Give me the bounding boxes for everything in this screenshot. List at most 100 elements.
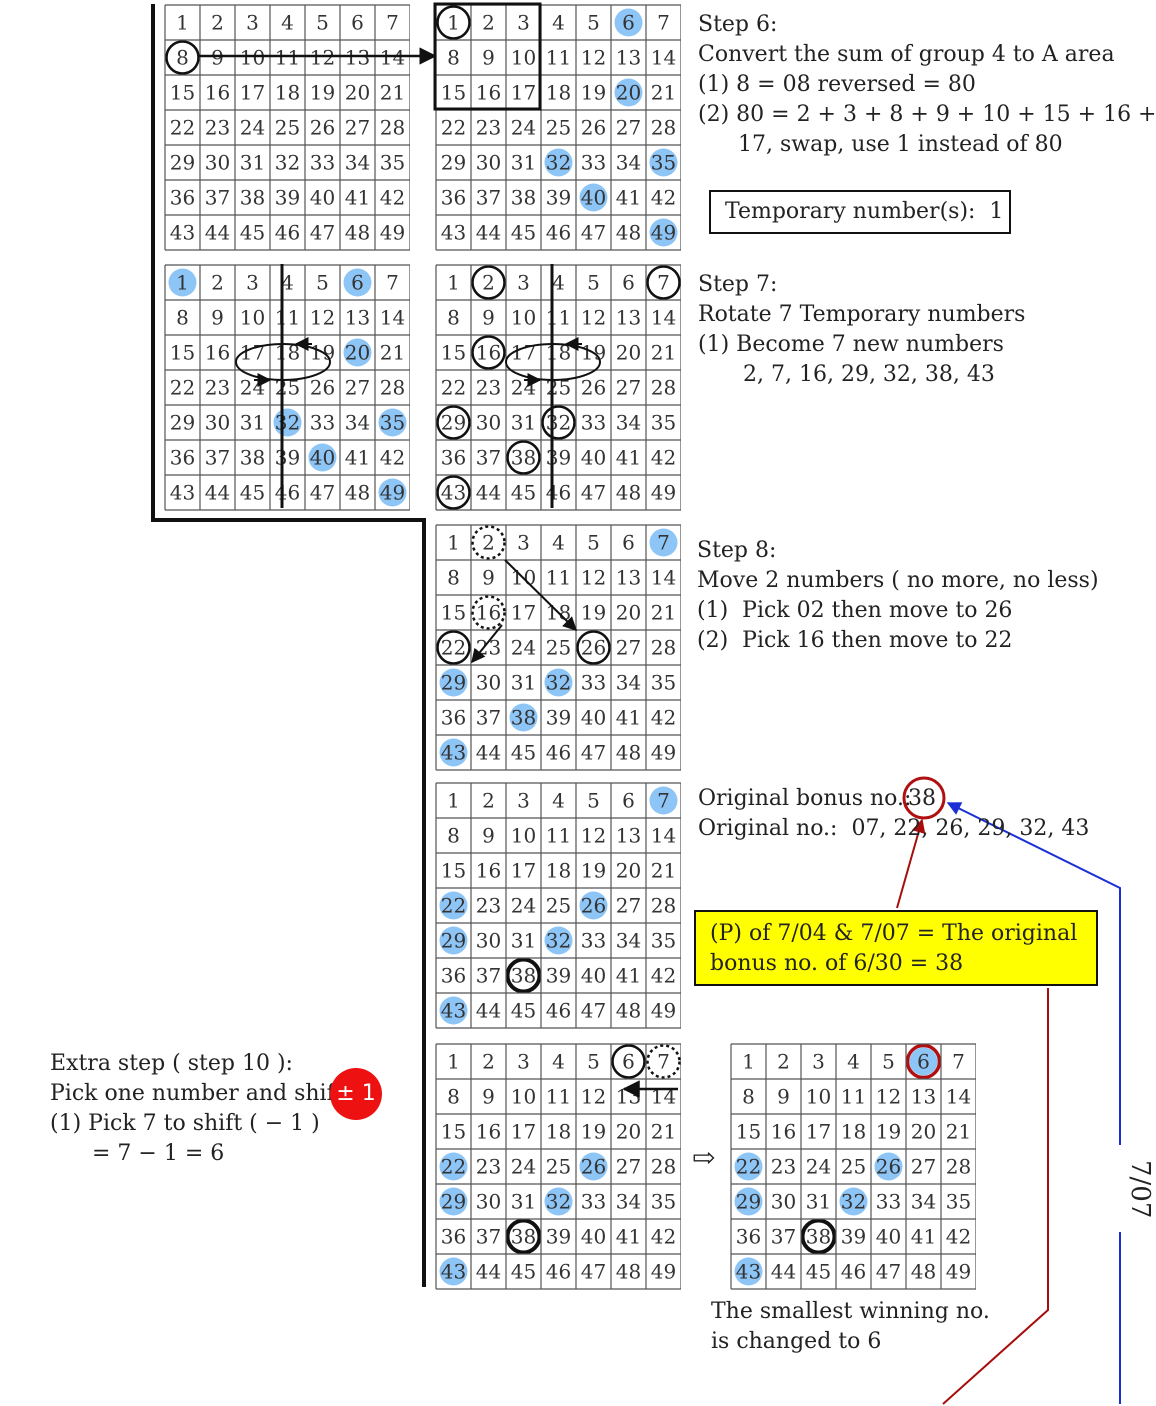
move-arrow-2-to-26 bbox=[504, 559, 577, 631]
circle-29 bbox=[436, 405, 471, 440]
cell-22: 22 bbox=[170, 116, 195, 140]
right-arrow-icon: ⇨ bbox=[692, 1141, 716, 1174]
cell-22: 22 bbox=[441, 1155, 466, 1179]
cell-38: 38 bbox=[240, 446, 265, 470]
bonus-red-circle bbox=[902, 776, 946, 820]
cell-49: 49 bbox=[380, 481, 405, 505]
cell-4: 4 bbox=[281, 11, 294, 35]
cell-33: 33 bbox=[581, 929, 606, 953]
cell-46: 46 bbox=[275, 221, 300, 245]
highlight-32 bbox=[544, 148, 573, 177]
circle-38 bbox=[506, 440, 541, 475]
cell-12: 12 bbox=[581, 824, 606, 848]
circle-7 bbox=[646, 265, 681, 300]
cell-32: 32 bbox=[275, 411, 300, 435]
cell-4: 4 bbox=[281, 271, 294, 295]
highlight-38 bbox=[509, 703, 538, 732]
cell-23: 23 bbox=[476, 116, 501, 140]
cell-27: 27 bbox=[345, 376, 370, 400]
cell-18: 18 bbox=[546, 1120, 571, 1144]
cell-15: 15 bbox=[441, 1120, 466, 1144]
cell-42: 42 bbox=[651, 706, 676, 730]
cell-42: 42 bbox=[946, 1225, 971, 1249]
highlight-26 bbox=[579, 1152, 608, 1181]
cell-9: 9 bbox=[482, 566, 495, 590]
circle-16 bbox=[471, 335, 506, 370]
cell-49: 49 bbox=[380, 221, 405, 245]
cell-27: 27 bbox=[616, 116, 641, 140]
step8-title: Step 8: bbox=[697, 538, 777, 563]
cell-31: 31 bbox=[806, 1190, 831, 1214]
cell-33: 33 bbox=[876, 1190, 901, 1214]
cell-11: 11 bbox=[546, 46, 571, 70]
cell-12: 12 bbox=[310, 306, 335, 330]
cell-49: 49 bbox=[651, 741, 676, 765]
cell-21: 21 bbox=[380, 341, 405, 365]
cell-47: 47 bbox=[581, 481, 606, 505]
cell-18: 18 bbox=[546, 81, 571, 105]
cell-2: 2 bbox=[482, 1050, 495, 1074]
cell-15: 15 bbox=[170, 341, 195, 365]
cell-28: 28 bbox=[651, 636, 676, 660]
move-arrow-16-to-22 bbox=[471, 624, 503, 664]
cell-31: 31 bbox=[511, 411, 536, 435]
highlight-29 bbox=[439, 668, 468, 697]
step6-line4: 17, swap, use 1 instead of 80 bbox=[738, 132, 1063, 157]
cell-32: 32 bbox=[546, 671, 571, 695]
cell-43: 43 bbox=[170, 481, 195, 505]
cell-14: 14 bbox=[946, 1085, 971, 1109]
cell-23: 23 bbox=[476, 1155, 501, 1179]
cell-45: 45 bbox=[240, 481, 265, 505]
circle-1 bbox=[436, 5, 471, 40]
highlight-7 bbox=[649, 786, 678, 815]
cell-48: 48 bbox=[616, 741, 641, 765]
cell-34: 34 bbox=[616, 671, 641, 695]
cell-11: 11 bbox=[275, 306, 300, 330]
circle-8 bbox=[165, 40, 200, 75]
cell-43: 43 bbox=[170, 221, 195, 245]
cell-20: 20 bbox=[616, 859, 641, 883]
cell-4: 4 bbox=[847, 1050, 860, 1074]
red-line-down bbox=[942, 988, 1049, 1405]
extra-line3: (1) Pick 7 to shift ( − 1 ) bbox=[50, 1111, 320, 1136]
cell-14: 14 bbox=[651, 306, 676, 330]
highlight-43 bbox=[734, 1257, 763, 1286]
cell-26: 26 bbox=[581, 1155, 606, 1179]
bold-circle-38 bbox=[505, 1218, 542, 1255]
cell-45: 45 bbox=[511, 221, 536, 245]
highlight-35 bbox=[649, 148, 678, 177]
cell-22: 22 bbox=[441, 116, 466, 140]
cell-47: 47 bbox=[310, 221, 335, 245]
rotate-ellipse-b2 bbox=[505, 343, 601, 381]
cell-9: 9 bbox=[211, 306, 224, 330]
cell-17: 17 bbox=[511, 1120, 536, 1144]
cell-20: 20 bbox=[911, 1120, 936, 1144]
cell-43: 43 bbox=[441, 999, 466, 1023]
cell-46: 46 bbox=[546, 999, 571, 1023]
footer-line1: The smallest winning no. bbox=[711, 1299, 990, 1324]
cell-20: 20 bbox=[616, 601, 641, 625]
cell-6: 6 bbox=[351, 271, 364, 295]
cell-25: 25 bbox=[546, 894, 571, 918]
cell-18: 18 bbox=[275, 81, 300, 105]
cell-46: 46 bbox=[546, 221, 571, 245]
step6-line1: Convert the sum of group 4 to A area bbox=[698, 42, 1115, 67]
highlight-29 bbox=[439, 1187, 468, 1216]
cell-36: 36 bbox=[441, 1225, 466, 1249]
cell-9: 9 bbox=[482, 824, 495, 848]
dotted-circle-16 bbox=[471, 595, 506, 630]
red-arrow-to-bonus bbox=[896, 818, 926, 909]
cell-42: 42 bbox=[380, 446, 405, 470]
cell-48: 48 bbox=[345, 481, 370, 505]
cell-46: 46 bbox=[275, 481, 300, 505]
highlight-49 bbox=[378, 478, 407, 507]
cell-36: 36 bbox=[441, 186, 466, 210]
extra-line1: Extra step ( step 10 ): bbox=[50, 1051, 293, 1076]
cell-41: 41 bbox=[616, 446, 641, 470]
cell-31: 31 bbox=[511, 671, 536, 695]
cell-10: 10 bbox=[240, 46, 265, 70]
cell-16: 16 bbox=[476, 601, 501, 625]
cell-25: 25 bbox=[546, 636, 571, 660]
cell-8: 8 bbox=[447, 306, 460, 330]
highlight-22 bbox=[734, 1152, 763, 1181]
